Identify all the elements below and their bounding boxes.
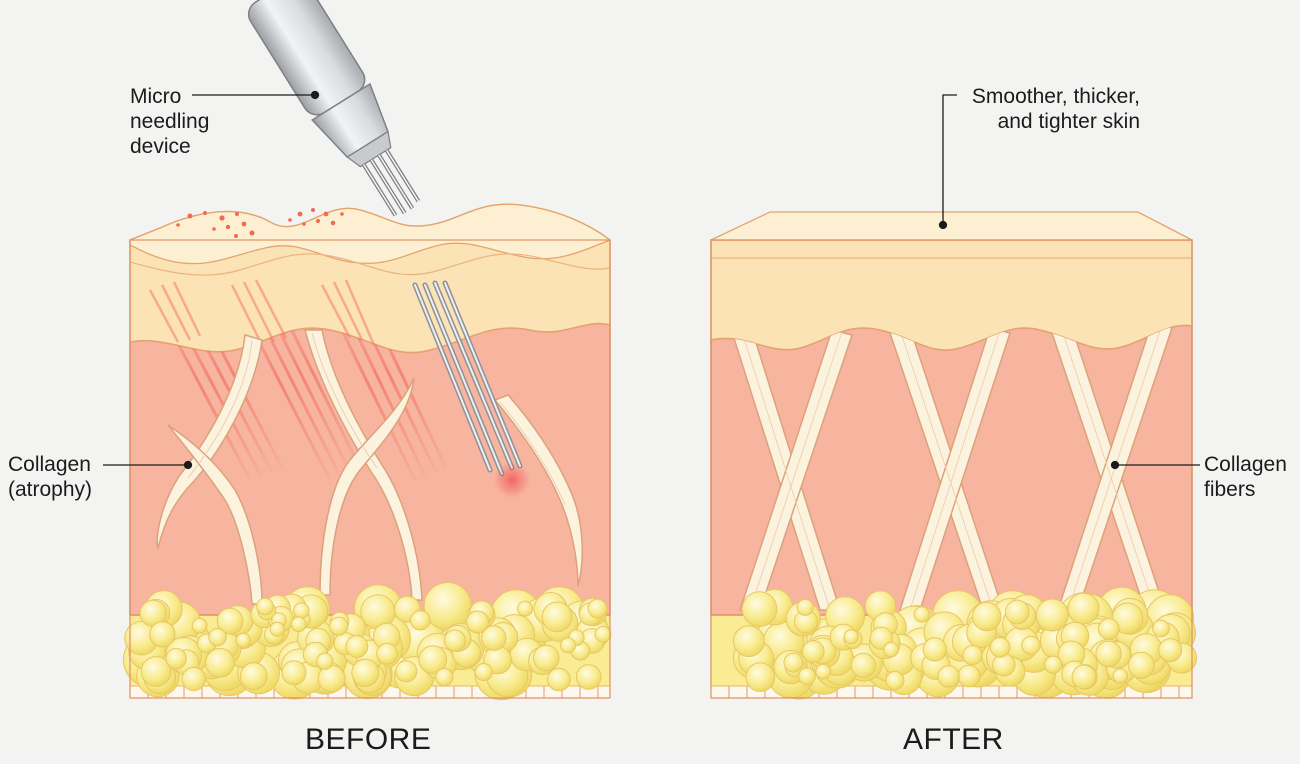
fat-cell — [989, 637, 1011, 658]
fat-cell — [733, 625, 765, 657]
before-fat-cells — [122, 582, 612, 701]
after-skin-block — [710, 211, 1198, 700]
after-epidermis — [710, 239, 1193, 351]
fat-cell — [1095, 640, 1122, 667]
fat-cell — [517, 600, 534, 617]
before-collagen-fibers — [156, 329, 583, 605]
micro-needling-device — [247, 0, 421, 217]
after-surface — [710, 211, 1193, 241]
fat-cell — [481, 625, 507, 651]
fat-cell — [796, 598, 814, 616]
fat-cell — [435, 668, 454, 687]
fat-cell — [547, 667, 571, 692]
fat-cell — [798, 667, 816, 686]
before-red-spots — [176, 208, 344, 238]
fat-cell — [351, 658, 380, 687]
fat-cell — [410, 610, 431, 631]
fat-cell — [395, 660, 418, 683]
fat-cell — [256, 597, 275, 616]
fat-cell — [290, 616, 307, 633]
fat-cell — [1127, 651, 1155, 679]
fat-cell — [801, 640, 825, 663]
fat-cell — [1112, 668, 1129, 684]
fat-cell — [1004, 599, 1030, 625]
fat-cell — [883, 641, 899, 658]
fat-cell — [741, 591, 778, 627]
label-collagen-fibers: Collagen fibers — [1204, 453, 1287, 501]
fat-cell — [293, 602, 310, 619]
fat-cell — [269, 621, 285, 637]
before-skin-block — [122, 203, 612, 701]
fat-cell — [532, 644, 560, 672]
fat-cell — [181, 666, 206, 692]
fat-cell — [1021, 635, 1041, 656]
fat-cell — [418, 645, 448, 674]
smoother-leader — [942, 94, 957, 225]
fat-cell — [913, 606, 930, 623]
leader-lines — [103, 90, 1200, 470]
fat-cell — [1044, 655, 1063, 674]
fat-cell — [1111, 602, 1144, 635]
fat-cell — [783, 652, 804, 673]
fat-cell — [1071, 664, 1097, 690]
fat-cell — [575, 664, 602, 690]
fat-cell — [992, 653, 1016, 677]
fat-cell — [843, 629, 859, 645]
fat-cell — [560, 637, 576, 654]
label-smoother-skin: Smoother, thicker, and tighter skin — [971, 85, 1140, 133]
fat-cell — [587, 598, 608, 619]
fat-cell — [466, 610, 490, 634]
fat-cell — [165, 647, 187, 670]
fat-cell — [376, 642, 398, 665]
fat-cell — [1098, 618, 1120, 640]
after-fat-cells — [732, 586, 1198, 700]
fat-cell — [850, 652, 876, 679]
fat-cell — [1067, 592, 1100, 625]
fat-cell — [281, 660, 307, 686]
fat-cell — [205, 648, 235, 678]
fat-cell — [937, 665, 960, 688]
fat-cell — [191, 617, 208, 634]
fat-cell — [345, 635, 369, 658]
fat-cell — [745, 662, 776, 692]
fat-cell — [541, 601, 573, 633]
fat-cell — [594, 626, 612, 643]
fat-cell — [216, 607, 244, 635]
fat-cell — [815, 663, 832, 680]
fat-cell — [474, 663, 493, 681]
fat-cell — [885, 670, 905, 690]
label-micro-needling-device: Micro needling device — [130, 85, 210, 158]
fat-cell — [149, 621, 176, 648]
fat-cell — [208, 628, 227, 647]
fat-cell — [140, 656, 172, 687]
label-collagen-atrophy: Collagen (atrophy) — [8, 453, 93, 501]
fat-cell — [1158, 638, 1183, 663]
fat-cell — [962, 645, 983, 666]
fat-cell — [235, 632, 251, 648]
fat-cell — [443, 629, 466, 652]
caption-before: BEFORE — [305, 723, 432, 756]
fat-cell — [239, 662, 268, 690]
before-surface — [129, 203, 612, 265]
fat-cell — [957, 664, 981, 688]
fat-cell — [922, 637, 947, 662]
before-micro-channels — [148, 323, 448, 481]
caption-after: AFTER — [903, 723, 1004, 756]
before-needles-in-skin — [412, 280, 523, 477]
fat-cell — [972, 601, 1002, 632]
fat-cell — [1152, 619, 1170, 638]
fat-cell — [316, 652, 334, 670]
fat-cell — [329, 616, 349, 636]
fat-cell — [423, 582, 472, 631]
